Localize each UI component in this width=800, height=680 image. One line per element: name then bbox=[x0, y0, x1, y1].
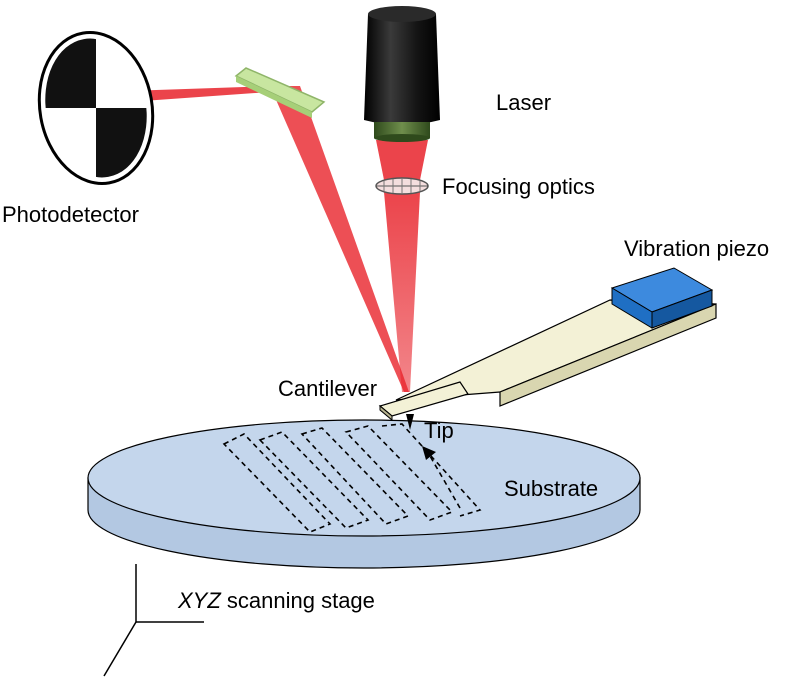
photodetector-icon bbox=[34, 30, 158, 186]
vibration-piezo-label: Vibration piezo bbox=[624, 236, 770, 261]
focusing-optics-label: Focusing optics bbox=[442, 174, 595, 199]
vibration-piezo-block bbox=[610, 267, 714, 329]
cantilever-label: Cantilever bbox=[278, 376, 378, 401]
xyz-axes-icon bbox=[103, 564, 204, 677]
laser-icon bbox=[364, 6, 440, 142]
scan-direction-arrow-icon bbox=[422, 446, 461, 509]
tip-icon bbox=[406, 414, 414, 430]
tip-label: Tip bbox=[424, 418, 454, 443]
xyz-axes-text: XYZ bbox=[178, 588, 221, 613]
substrate-label: Substrate bbox=[504, 476, 599, 501]
cantilever-holder bbox=[378, 299, 717, 422]
focusing-lens-icon bbox=[375, 177, 429, 195]
substrate-disk bbox=[87, 419, 641, 569]
mirror-icon bbox=[234, 67, 326, 118]
laser-label: Laser bbox=[496, 90, 552, 115]
scanning-stage-text: scanning stage bbox=[220, 588, 375, 613]
beam-laser-to-lens bbox=[376, 140, 428, 180]
xyz-stage-label: XYZ scanning stage bbox=[178, 590, 375, 612]
photodetector-label: Photodetector bbox=[2, 202, 139, 227]
scan-path bbox=[222, 423, 482, 533]
beam-tip-to-mirror bbox=[270, 86, 409, 392]
beam-lens-to-tip bbox=[384, 192, 420, 392]
